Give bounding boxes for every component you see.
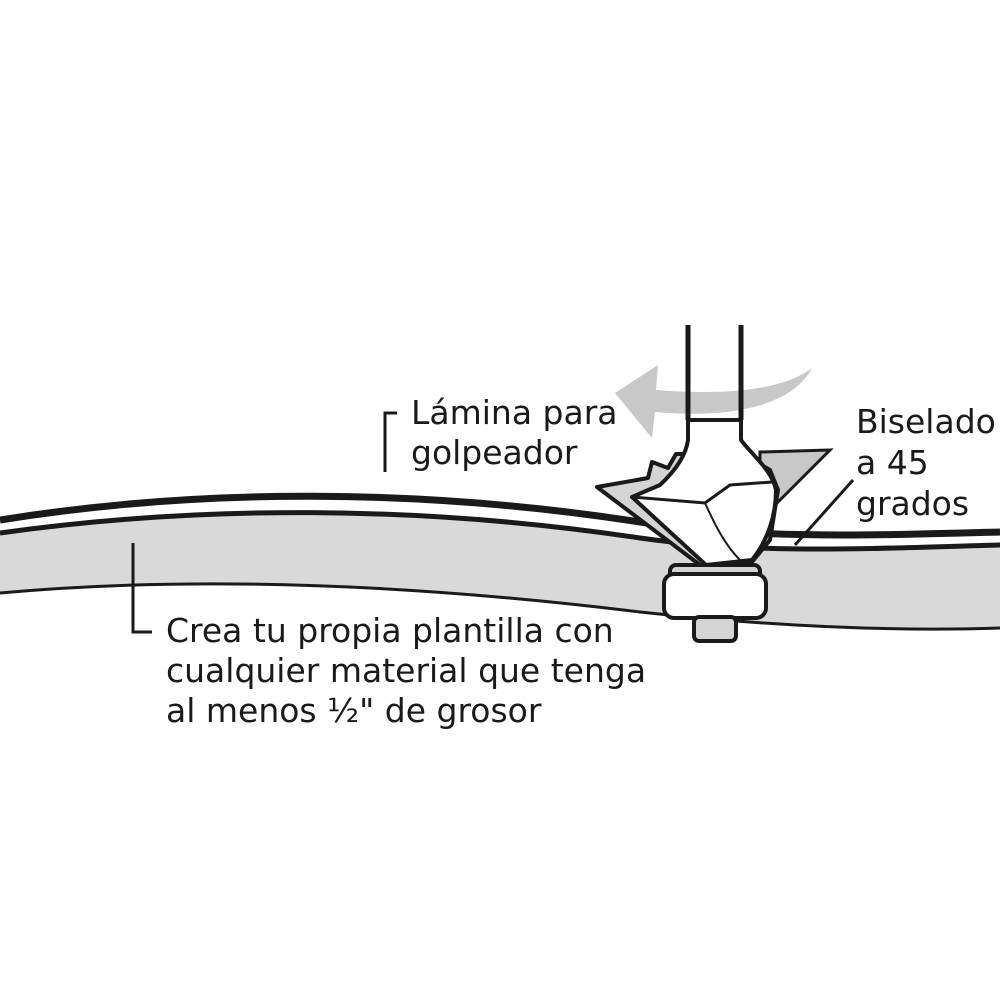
label-bevel-line2: a 45 <box>856 443 929 482</box>
label-bevel: Biselado a 45 grados <box>856 401 996 524</box>
label-bevel-line1: Biselado <box>856 402 996 441</box>
label-strike-plate-line2: golpeador <box>411 433 578 472</box>
bit-body <box>630 418 778 567</box>
label-template-line1: Crea tu propia plantilla con <box>166 611 614 650</box>
bit-bearing-screw <box>692 615 738 643</box>
leader-template <box>131 543 152 634</box>
label-strike-plate: Lámina para golpeador <box>411 393 618 473</box>
leader-bevel <box>793 479 855 546</box>
label-bevel-line3: grados <box>856 484 970 523</box>
label-template: Crea tu propia plantilla con cualquier m… <box>166 611 646 731</box>
label-template-line3: al menos ½" de grosor <box>166 691 542 730</box>
bit-bearing <box>662 572 768 620</box>
strike-plate-top-edge <box>0 492 1000 539</box>
bit-body-facet-2 <box>704 502 741 561</box>
leader-strike-plate <box>383 411 397 472</box>
template-board-bottom-edge <box>0 582 1000 631</box>
bit-body-facet <box>631 480 773 505</box>
strike-plate-bottom-edge <box>0 510 1000 552</box>
label-strike-plate-line1: Lámina para <box>411 393 618 432</box>
label-template-line2: cualquier material que tenga <box>166 651 647 690</box>
rotation-arrow-icon <box>615 365 812 438</box>
